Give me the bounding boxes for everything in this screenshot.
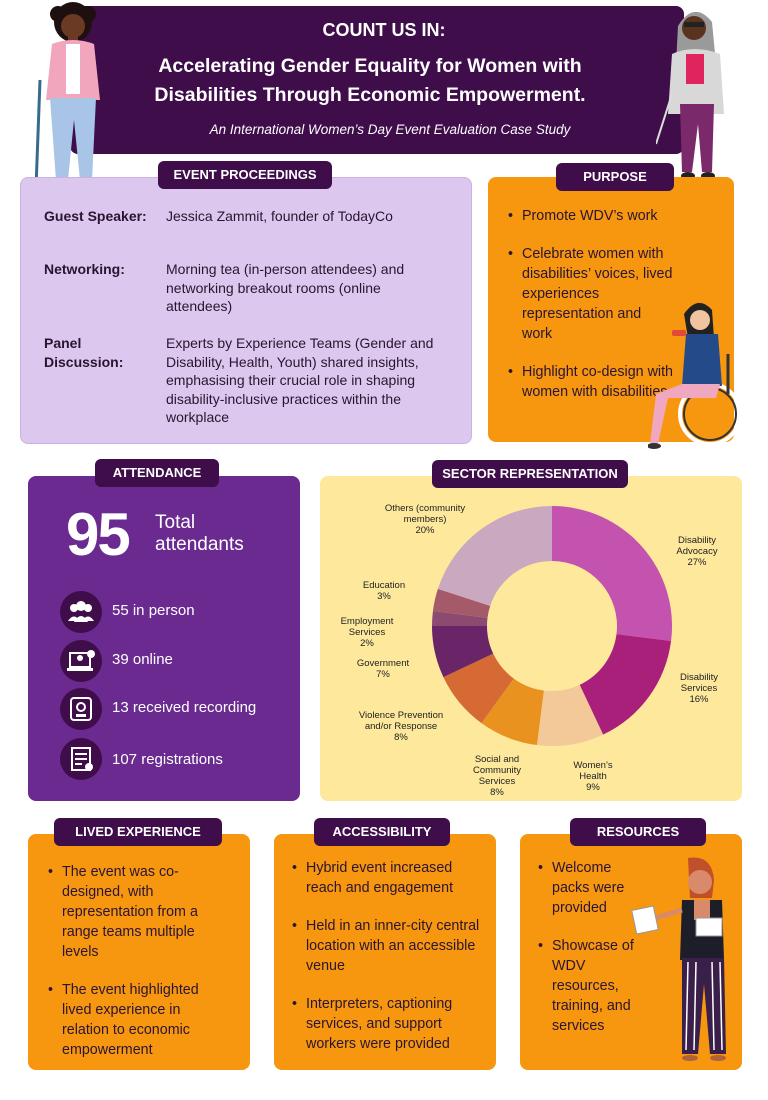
header-banner — [70, 6, 684, 154]
label-name: Disability Advocacy — [676, 535, 718, 557]
label-name: Education — [362, 580, 406, 591]
panel-discussion-text: Experts by Experience Teams (Gender and … — [166, 335, 434, 425]
accessibility-item: Hybrid event increased reach and engagem… — [290, 858, 486, 898]
header-kicker: COUNT US IN: — [322, 20, 446, 40]
label-name: Violence Prevention and/or Response — [358, 710, 444, 732]
resources-item: Welcome packs were provided — [536, 858, 640, 918]
label-name: Women’s Health — [573, 760, 613, 782]
people-icon — [60, 591, 102, 633]
attendance-heading: ATTENDANCE — [95, 459, 219, 487]
sector-donut-chart — [432, 506, 672, 746]
panel-discussion-label: Panel Discussion: — [44, 335, 124, 370]
label-pct: 9% — [586, 782, 600, 793]
purpose-heading: PURPOSE — [556, 163, 674, 191]
event-proceedings-heading: EVENT PROCEEDINGS — [158, 161, 332, 189]
lived-experience-list: The event was co-designed, with represen… — [46, 862, 222, 1078]
woman-with-crutch-illustration — [34, 2, 100, 189]
donut-slice-disability-advocacy — [552, 506, 672, 642]
donut-slice-employment-services — [432, 610, 488, 626]
donut-slice-education — [432, 588, 491, 618]
resources-item: Showcase of WDV resources, training, and… — [536, 936, 640, 1036]
label-name: Disability Services — [679, 672, 718, 694]
label-name: Social and Community Services — [472, 754, 522, 787]
donut-slice-social-and-community-services — [481, 678, 544, 746]
event-proceedings-panel — [20, 177, 472, 444]
accessibility-item: Interpreters, captioning services, and s… — [290, 994, 486, 1054]
stat-online: 39 online — [112, 651, 173, 668]
lived-experience-item: The event was co-designed, with represen… — [46, 862, 222, 962]
form-icon — [60, 738, 102, 780]
donut-slice-others-community-members — [437, 506, 552, 606]
page-title: Accelerating Gender Equality for Women w… — [154, 55, 586, 106]
woman-with-cane-illustration — [656, 11, 724, 180]
purpose-item: Promote WDV’s work — [506, 206, 674, 226]
stat-received-recording: 13 received recording — [112, 699, 257, 716]
label-pct: 3% — [377, 591, 391, 602]
label-name: Government — [356, 658, 410, 669]
lived-experience-item: The event highlighted lived experience i… — [46, 980, 222, 1060]
recording-icon — [60, 688, 102, 730]
label-pct: 8% — [394, 732, 408, 743]
donut-slice-disability-services — [579, 634, 672, 735]
attendance-total-label: Total attendants — [155, 512, 244, 555]
guest-speaker-label: Guest Speaker: — [44, 208, 147, 224]
page-subtitle: An International Women’s Day Event Evalu… — [209, 122, 571, 137]
woman-with-papers-illustration — [631, 857, 726, 1061]
stat-in-person: 55 in person — [112, 602, 195, 619]
label-name: Others (community members) — [384, 503, 466, 525]
purpose-item: Celebrate women with disabilities’ voice… — [506, 244, 674, 344]
label-pct: 8% — [490, 787, 504, 798]
accessibility-item: Held in an inner-city central location w… — [290, 916, 486, 976]
guest-speaker-text: Jessica Zammit, founder of TodayCo — [166, 208, 393, 224]
accessibility-heading: ACCESSIBILITY — [314, 818, 450, 846]
label-pct: 7% — [376, 669, 390, 680]
wheelchair-user-illustration — [648, 302, 742, 449]
resources-list: Welcome packs were provided Showcase of … — [536, 858, 640, 1054]
lived-experience-heading: LIVED EXPERIENCE — [54, 818, 222, 846]
label-pct: 16% — [689, 694, 709, 705]
purpose-list: Promote WDV’s work Celebrate women with … — [506, 206, 674, 420]
donut-slice-violence-prevention-and-or-response — [443, 653, 514, 724]
laptop-user-icon — [60, 640, 102, 682]
sector-representation-heading: SECTOR REPRESENTATION — [432, 460, 628, 488]
resources-heading: RESOURCES — [570, 818, 706, 846]
donut-slice-government — [432, 626, 494, 678]
purpose-item: Highlight co-design with women with disa… — [506, 362, 674, 402]
label-others: Others (community members)20% — [370, 503, 480, 536]
donut-slice-women-s-health — [536, 684, 604, 746]
networking-label: Networking: — [44, 261, 125, 277]
label-pct: 2% — [360, 638, 374, 649]
label-pct: 27% — [687, 557, 707, 568]
accessibility-list: Hybrid event increased reach and engagem… — [290, 858, 486, 1072]
attendance-total: 95 — [66, 501, 131, 568]
label-pct: 20% — [415, 525, 435, 536]
networking-text: Morning tea (in-person attendees) and ne… — [166, 261, 405, 314]
stat-registrations: 107 registrations — [112, 751, 223, 768]
label-name: Employment Services — [340, 616, 394, 638]
